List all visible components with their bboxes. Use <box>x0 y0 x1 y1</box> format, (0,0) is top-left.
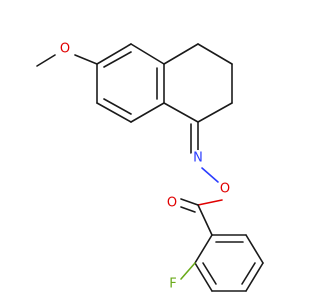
atom-o-oxime: O <box>220 182 230 197</box>
atom-o-carbonyl: O <box>167 196 177 211</box>
bond-ar-inner-3 <box>202 262 217 285</box>
bond-c-aryl <box>197 204 213 236</box>
bond-ar-5 <box>194 262 213 292</box>
bond-o-c6 <box>74 54 98 65</box>
bond-ar-2 <box>245 234 264 264</box>
bond-c6-c5 <box>96 43 132 65</box>
bond-c8-c7 <box>96 102 132 123</box>
bond-c4-c3 <box>197 43 233 65</box>
bond-ar-inner-2 <box>241 262 256 285</box>
bond-inner-1 <box>103 51 132 68</box>
bond-o-carbonyl-c <box>197 199 223 206</box>
atom-o-methoxy: O <box>60 42 70 57</box>
bond-c-f <box>180 262 196 280</box>
atom-f: F <box>169 277 176 292</box>
bond-c4a-c4 <box>163 43 199 65</box>
atom-n-oxime: N <box>193 151 203 166</box>
bond-c8a-c8 <box>130 102 165 123</box>
bond-ar-6 <box>194 234 213 264</box>
bond-c1-c8a <box>163 102 199 123</box>
bond-co-a <box>180 198 199 206</box>
chemical-structure: O N O O F <box>36 41 264 292</box>
bond-methyl-o <box>36 54 56 67</box>
bond-ar-3 <box>245 262 264 292</box>
bond-c2-c1 <box>197 102 233 123</box>
bond-inner-3 <box>103 98 132 115</box>
bond-n-o <box>201 167 219 183</box>
bond-co-b <box>180 206 196 213</box>
bond-c5-c4a <box>130 43 165 65</box>
